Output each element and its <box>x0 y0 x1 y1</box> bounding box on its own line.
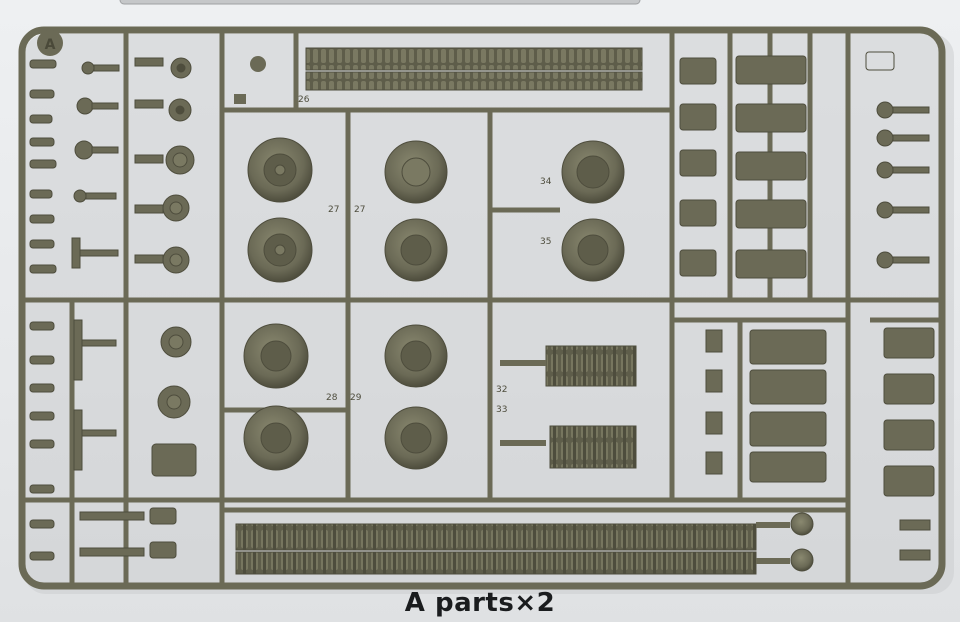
right-parts-lower <box>705 327 935 561</box>
road-wheels-lower <box>243 323 448 471</box>
road-wheels-upper <box>247 137 625 283</box>
part-number-29: 29 <box>350 393 362 403</box>
part-number-27b: 27 <box>354 205 365 215</box>
top-track-strip: 26 <box>234 47 643 105</box>
left-small-parts <box>29 57 197 561</box>
part-number-28: 28 <box>326 393 338 403</box>
part-number-33: 33 <box>496 405 507 415</box>
part-number-27a: 27 <box>328 205 339 215</box>
bottom-track-run <box>235 512 814 575</box>
sprue-letter: A <box>45 37 56 53</box>
sprue-letter-tab <box>37 30 63 56</box>
part-number-34: 34 <box>540 177 552 187</box>
sprue-frame <box>18 26 946 590</box>
right-parts-upper <box>679 51 930 279</box>
part-number-32: 32 <box>496 385 507 395</box>
middle-track-groups <box>500 345 637 469</box>
part-number-35: 35 <box>540 237 551 247</box>
photo-caption: A parts×2 <box>404 588 556 618</box>
part-number-26: 26 <box>298 95 310 105</box>
